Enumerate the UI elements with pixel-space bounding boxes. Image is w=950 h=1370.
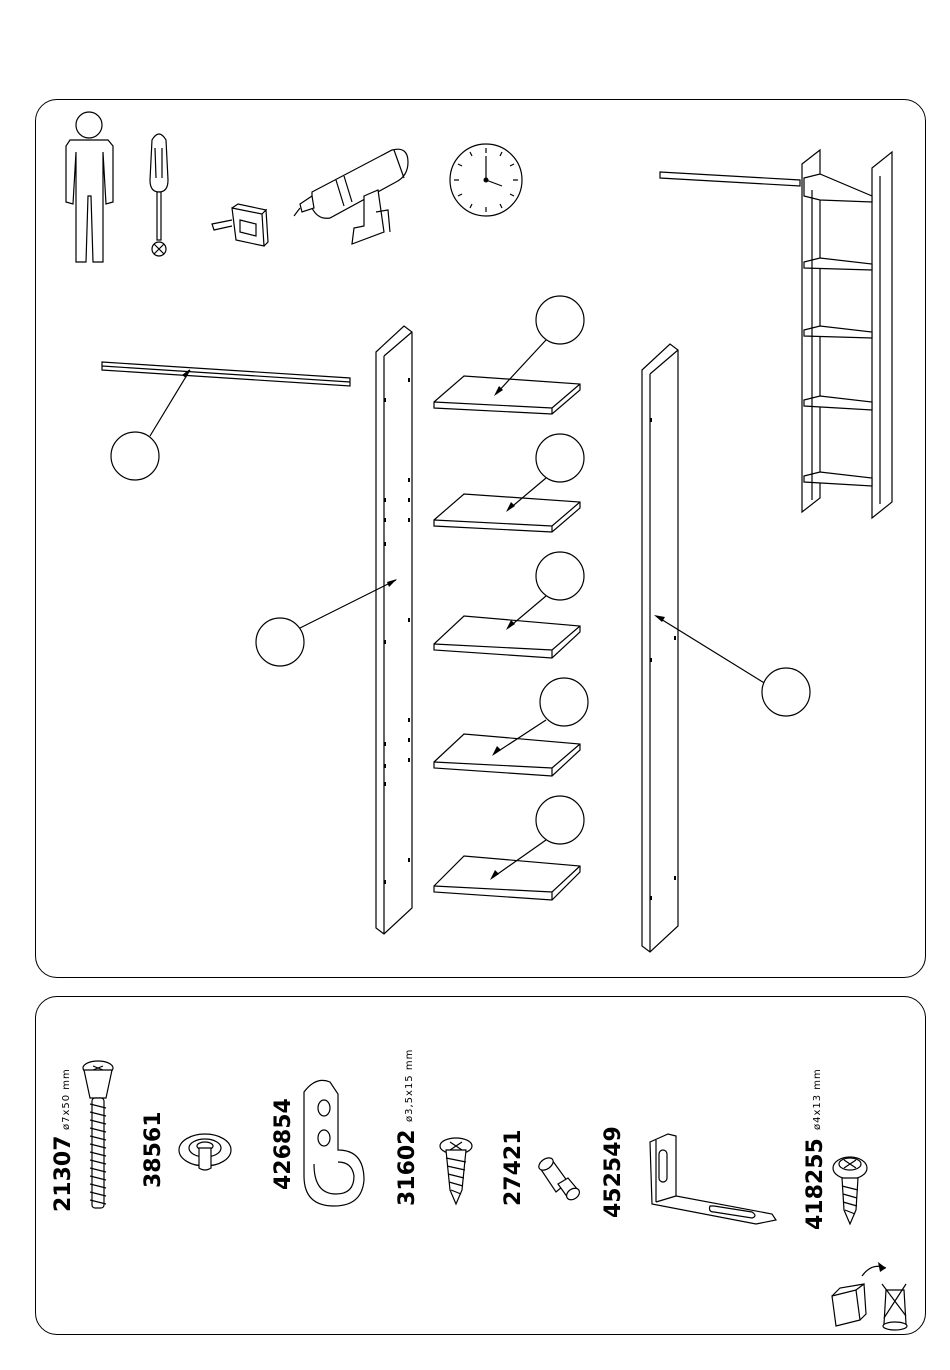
part-callout-circle — [536, 434, 584, 482]
hardware-item-38561: 38561 — [141, 1111, 231, 1188]
shelf-4 — [434, 678, 588, 776]
part-number: 452549 — [601, 1126, 626, 1218]
part-callout-circle — [536, 796, 584, 844]
part-callout-circle — [111, 432, 159, 480]
part-callout-circle — [540, 678, 588, 726]
phillips-screwdriver-icon — [150, 134, 168, 256]
part-dimension: ø4x13 mm — [812, 1068, 823, 1130]
person-icon — [66, 112, 113, 262]
shelf-1 — [434, 296, 584, 414]
shelf-3 — [434, 552, 584, 658]
confirmat-screw-icon — [83, 1061, 113, 1208]
power-drill-icon — [294, 149, 408, 244]
shelf-pin-icon — [537, 1155, 582, 1202]
side-panel-left — [256, 326, 412, 934]
part-callout-circle — [762, 668, 810, 716]
part-number: 38561 — [141, 1111, 166, 1188]
hardware-item-426854: 426854 — [271, 1080, 364, 1206]
pan-head-screw-icon — [833, 1157, 867, 1224]
part-number: 21307 — [51, 1135, 76, 1212]
part-number: 418255 — [803, 1138, 828, 1230]
assembled-shelving-unit — [660, 150, 892, 518]
hardware-item-452549: 452549 — [601, 1126, 776, 1224]
part-callout-circle — [536, 296, 584, 344]
hardware-item-31602: 31602 ø3,5x15 mm — [395, 1049, 472, 1206]
hanging-rail — [102, 362, 350, 480]
part-dimension: ø3,5x15 mm — [404, 1049, 415, 1122]
part-callout-circle — [536, 552, 584, 600]
hardware-item-21307: 21307 ø7x50 mm — [51, 1061, 113, 1212]
part-number: 31602 — [395, 1129, 420, 1206]
part-number: 426854 — [271, 1098, 296, 1190]
disposal-recycling-icon — [832, 1262, 907, 1330]
hardware-item-27421: 27421 — [501, 1129, 582, 1206]
part-callout-circle — [256, 618, 304, 666]
part-number: 27421 — [501, 1129, 526, 1206]
side-panel-right — [642, 344, 810, 952]
clock-icon — [450, 144, 522, 216]
tape-measure-icon — [212, 204, 268, 246]
shelf-2 — [434, 434, 584, 532]
shelf-5 — [434, 796, 584, 900]
part-dimension: ø7x50 mm — [61, 1068, 72, 1130]
wood-screw-icon — [440, 1138, 472, 1204]
cam-lock-dowel-icon — [179, 1134, 231, 1170]
rail-holder-bracket-icon — [304, 1080, 364, 1206]
angle-bracket-icon — [650, 1134, 776, 1224]
hardware-item-418255: 418255 ø4x13 mm — [803, 1068, 867, 1230]
